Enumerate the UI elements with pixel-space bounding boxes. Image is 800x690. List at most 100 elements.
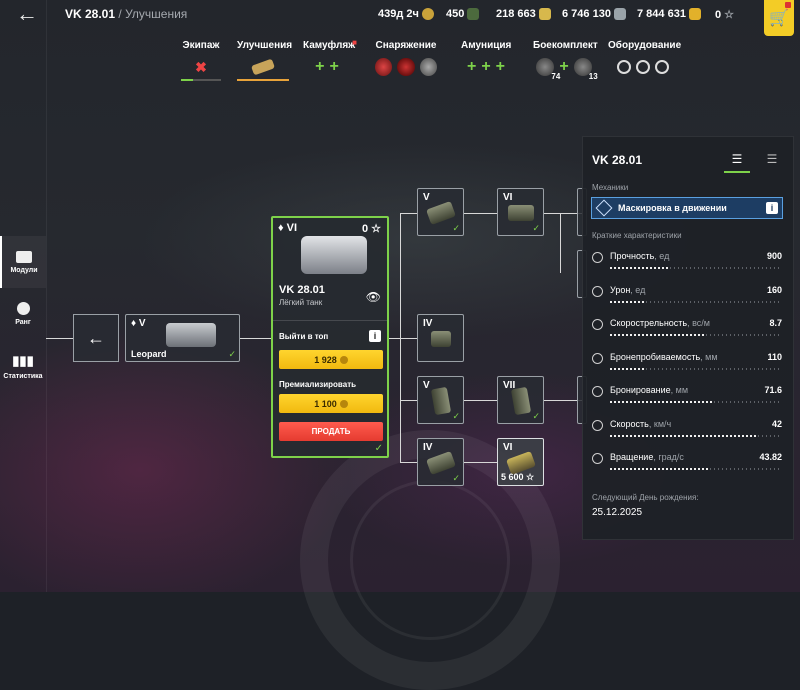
add-icon: +: [329, 58, 339, 75]
connector: [400, 213, 417, 214]
back-arrow-icon[interactable]: ←: [16, 1, 38, 26]
crew-icon: ✖: [195, 58, 207, 75]
tab-ammo-loadout[interactable]: Боекомплект 74+13: [533, 40, 598, 81]
free-xp-icon: [467, 8, 480, 20]
mechanic-icon: [595, 199, 613, 217]
shell-he-icon: 13: [573, 58, 598, 81]
add-icon: +: [559, 58, 569, 75]
connector: [240, 338, 271, 339]
list-icon: ☰: [731, 152, 743, 166]
connector: [400, 400, 417, 401]
premium-time[interactable]: 439д 2ч: [378, 8, 434, 20]
module-node-engine-top[interactable]: VII✓: [497, 376, 544, 424]
tank-image: [301, 236, 367, 274]
module-node-radio[interactable]: IV: [417, 314, 464, 362]
shop-cart-button[interactable]: 🛒: [764, 0, 794, 36]
xp-icon: [688, 8, 701, 20]
connector: [464, 213, 497, 214]
tab-upgrades[interactable]: Улучшения: [237, 40, 292, 81]
info-icon[interactable]: i: [369, 330, 381, 342]
stat-bar: [610, 468, 782, 470]
tab-equipment-consumables[interactable]: Снаряжение: [375, 40, 437, 77]
stat-icon: [592, 453, 603, 464]
credits-icon: [613, 8, 626, 20]
connector: [400, 213, 401, 463]
previous-tank-node[interactable]: ♦ V Leopard ✓: [125, 314, 240, 362]
gold-icon: [538, 8, 551, 20]
stat-bar-fill: [610, 434, 757, 437]
module-node-tracks[interactable]: IV✓: [417, 438, 464, 486]
stat-bar-fill: [610, 300, 645, 303]
stat-bar-fill: [610, 468, 710, 470]
connector: [400, 462, 417, 463]
statistics-icon: ▮▮▮: [12, 352, 34, 368]
module-node-gun[interactable]: V✓: [417, 188, 464, 236]
tank-icon: [16, 250, 32, 263]
left-nav: Модули Ранг ▮▮▮Статистика: [0, 236, 46, 392]
tab-equipment[interactable]: Оборудование: [608, 40, 681, 77]
stat-bar-fill: [610, 334, 705, 336]
sell-button[interactable]: ПРОДАТЬ: [279, 422, 383, 441]
connector: [46, 338, 73, 339]
tab-camouflage[interactable]: Камуфляж■ ++: [303, 38, 357, 75]
researched-check-icon: ✓: [228, 349, 236, 359]
tab-summary-view[interactable]: ☰: [724, 147, 750, 173]
nav-statistics[interactable]: ▮▮▮Статистика: [3, 352, 43, 380]
connector: [464, 400, 497, 401]
equipment-slot-icon: [617, 60, 631, 74]
add-icon: +: [466, 58, 477, 75]
back-node-button[interactable]: ←: [73, 314, 119, 362]
rank-icon: [16, 302, 30, 315]
currency-stars[interactable]: 0☆: [715, 8, 734, 22]
eye-icon[interactable]: 👁: [365, 290, 381, 304]
list-plus-icon: ☰: [766, 152, 778, 166]
connector: [464, 462, 497, 463]
stat-bar-fill: [610, 267, 671, 269]
stat-icon: [592, 319, 603, 330]
nav-modules[interactable]: Модули: [0, 236, 46, 288]
engine-icon: [510, 386, 532, 416]
stat-bar: [610, 367, 782, 370]
currency-credits[interactable]: 6 746 130: [562, 8, 626, 20]
stat-icon: [592, 419, 603, 431]
add-icon: +: [495, 58, 506, 75]
page-title: VK 28.01 / Улучшения: [65, 7, 188, 21]
top-button[interactable]: 1 928: [279, 350, 383, 369]
tab-detail-view[interactable]: ☰: [759, 147, 785, 173]
currency-gold[interactable]: 218 663: [496, 8, 551, 20]
premium-icon: [421, 8, 434, 20]
equipment-slot-icon: [636, 60, 650, 74]
gold-coin-icon: [339, 355, 348, 364]
stat-bar: [610, 401, 782, 403]
cart-icon: 🛒: [769, 10, 789, 27]
engine-icon: [430, 386, 452, 416]
premium-button[interactable]: 1 100: [279, 394, 383, 413]
tab-ammunition[interactable]: Амуниция +++: [461, 40, 512, 75]
currency-xp[interactable]: 7 844 631: [637, 8, 701, 20]
tab-crew[interactable]: Экипаж ✖: [181, 40, 221, 81]
tracks-icon: [426, 451, 456, 475]
stat-icon: [592, 285, 603, 297]
fire-extinguisher-icon: [375, 58, 393, 76]
module-node-turret[interactable]: VI✓: [497, 188, 544, 236]
nav-rank[interactable]: Ранг: [0, 288, 46, 340]
tank-image: [166, 323, 216, 347]
shell-ap-icon: 74: [536, 58, 560, 81]
module-node-engine[interactable]: V✓: [417, 376, 464, 424]
info-icon: i: [766, 202, 778, 214]
stat-icon: [592, 352, 603, 364]
current-tank-card: ♦ VI 0 ☆ VK 28.01 Лёгкий танк 👁 Выйти в …: [271, 216, 389, 458]
stat-icon: [592, 386, 603, 397]
arrow-left-icon: ←: [87, 327, 105, 348]
connector: [544, 213, 582, 214]
stat-bar-fill: [610, 367, 645, 370]
equipment-slot-icon: [655, 60, 669, 74]
currency-free-xp[interactable]: 450: [446, 8, 480, 20]
